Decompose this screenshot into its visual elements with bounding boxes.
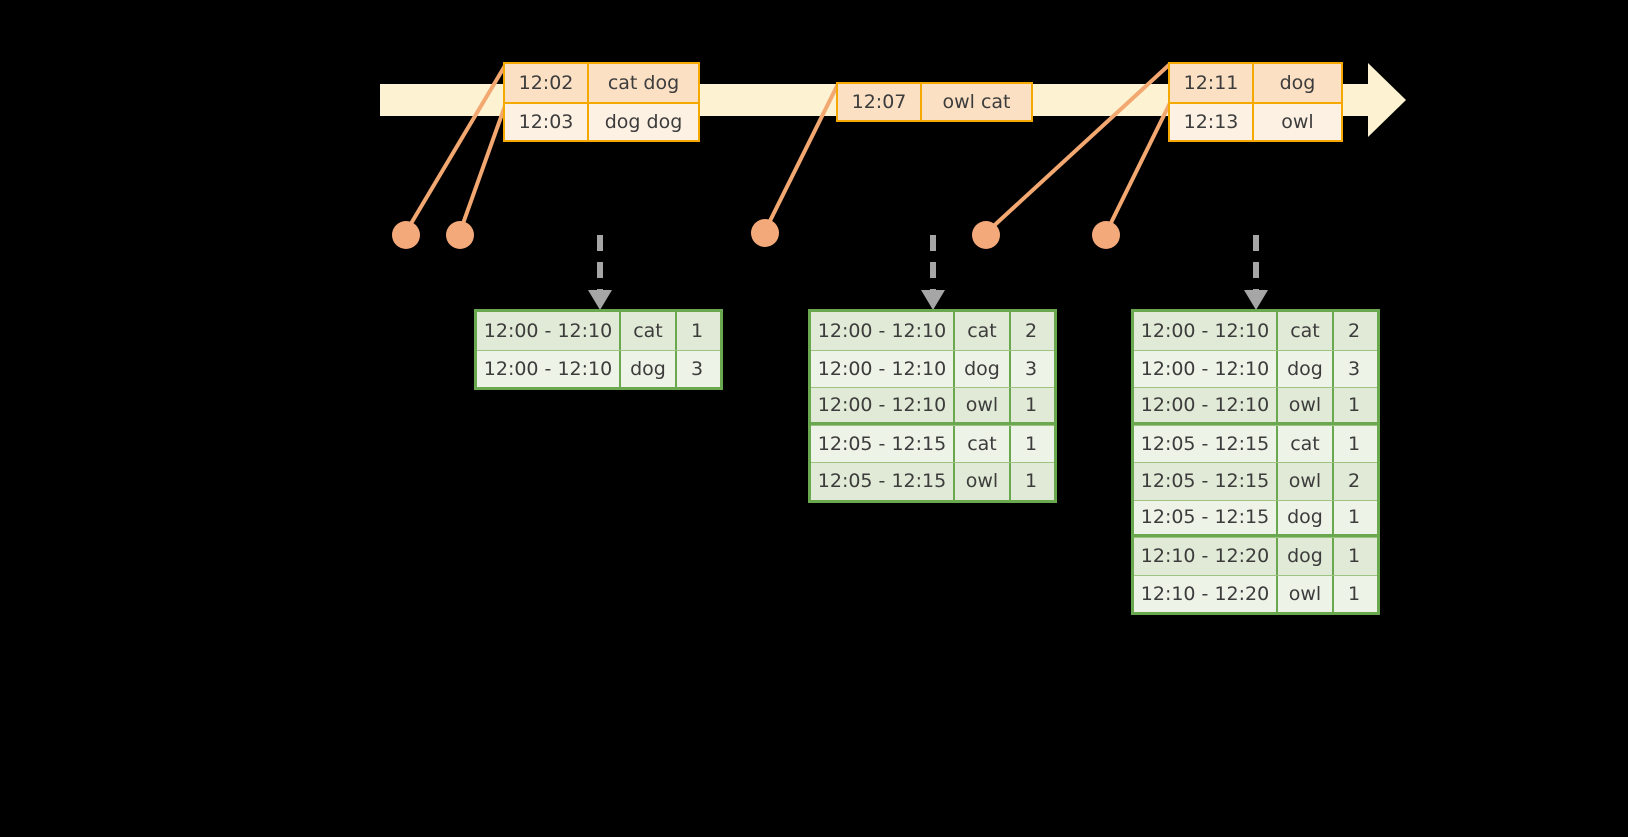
- cell-key: owl: [1278, 388, 1334, 422]
- connector-line-1: [404, 62, 508, 234]
- cell-count: 1: [1347, 432, 1361, 455]
- cell-window: 12:00 - 12:10: [477, 350, 621, 387]
- cell-key: cat: [955, 312, 1011, 350]
- cell-key: owl: [1278, 463, 1334, 500]
- cell-count: 2: [1347, 470, 1361, 493]
- cell-count: 1: [1024, 393, 1038, 416]
- cell-key: cat: [1278, 312, 1334, 350]
- cell-key: cat: [1278, 425, 1334, 462]
- cell-window: 12:05 - 12:15: [1134, 500, 1278, 534]
- cell-key: owl: [955, 463, 1011, 500]
- event-time: 12:03: [505, 104, 589, 140]
- cell-count: 3: [1024, 357, 1038, 380]
- timeline-event-row[interactable]: 12:13 owl: [1170, 102, 1341, 140]
- cell-count: 1: [1347, 506, 1361, 529]
- cell-count: 1: [690, 319, 704, 342]
- event-value: cat dog: [607, 72, 680, 94]
- cell-key: owl: [1278, 575, 1334, 612]
- event-dot-4: [972, 221, 1000, 249]
- cell-count: 1: [1024, 432, 1038, 455]
- cell-window: 12:00 - 12:10: [1134, 388, 1278, 422]
- dashed-arrow-3: [1244, 235, 1268, 310]
- cell-key: dog: [1278, 350, 1334, 387]
- timeline-event-row[interactable]: 12:03 dog dog: [505, 102, 698, 140]
- cell-count: 3: [1347, 357, 1361, 380]
- timeline-event-row[interactable]: 12:11 dog: [1170, 64, 1341, 102]
- event-value: dog: [1279, 72, 1316, 94]
- cell-key: cat: [621, 312, 677, 350]
- event-value: owl cat: [942, 91, 1011, 113]
- cell-window: 12:00 - 12:10: [811, 388, 955, 422]
- event-time: 12:02: [505, 64, 589, 102]
- cell-key: owl: [955, 388, 1011, 422]
- event-dot-1: [392, 221, 420, 249]
- connector-line-3: [763, 83, 840, 232]
- event-time: 12:13: [1170, 104, 1254, 140]
- dashed-arrow-2: [921, 235, 945, 310]
- event-value: dog dog: [604, 111, 683, 133]
- cell-count: 1: [1347, 545, 1361, 568]
- cell-count: 1: [1024, 470, 1038, 493]
- connector-line-4: [984, 62, 1172, 235]
- event-time: 12:11: [1170, 64, 1254, 102]
- cell-key: dog: [621, 350, 677, 387]
- cell-key: dog: [955, 350, 1011, 387]
- cell-window: 12:00 - 12:10: [1134, 312, 1278, 350]
- timeline-event-row[interactable]: 12:02 cat dog: [505, 64, 698, 102]
- cell-window: 12:05 - 12:15: [811, 463, 955, 500]
- timeline-event-group-1[interactable]: 12:02 cat dog 12:03 dog dog: [503, 62, 700, 142]
- event-time: 12:07: [838, 84, 922, 120]
- cell-count: 1: [1347, 393, 1361, 416]
- cell-key: cat: [955, 425, 1011, 462]
- cell-window: 12:05 - 12:15: [1134, 463, 1278, 500]
- event-value: owl: [1281, 111, 1314, 133]
- connector-line-5: [1104, 102, 1172, 234]
- cell-window: 12:10 - 12:20: [1134, 575, 1278, 612]
- event-dot-3: [751, 219, 779, 247]
- timeline-event-group-2[interactable]: 12:07 owl cat: [836, 82, 1033, 122]
- dashed-arrow-1: [588, 235, 612, 310]
- cell-count: 2: [1024, 319, 1038, 342]
- right-arrow-icon: [1368, 63, 1406, 137]
- cell-window: 12:00 - 12:10: [811, 312, 955, 350]
- cell-key: dog: [1278, 500, 1334, 534]
- cell-window: 12:00 - 12:10: [1134, 350, 1278, 387]
- event-dot-5: [1092, 221, 1120, 249]
- timeline-event-row[interactable]: 12:07 owl cat: [838, 84, 1031, 120]
- cell-window: 12:00 - 12:10: [811, 350, 955, 387]
- cell-key: dog: [1278, 538, 1334, 575]
- cell-window: 12:05 - 12:15: [1134, 425, 1278, 462]
- event-dot-2: [446, 221, 474, 249]
- cell-window: 12:00 - 12:10: [477, 312, 621, 350]
- cell-count: 3: [690, 357, 704, 380]
- cell-window: 12:10 - 12:20: [1134, 538, 1278, 575]
- cell-count: 1: [1347, 582, 1361, 605]
- cell-window: 12:05 - 12:15: [811, 425, 955, 462]
- cell-count: 2: [1347, 319, 1361, 342]
- timeline-event-group-3[interactable]: 12:11 dog 12:13 owl: [1168, 62, 1343, 142]
- connector-line-2: [458, 102, 508, 233]
